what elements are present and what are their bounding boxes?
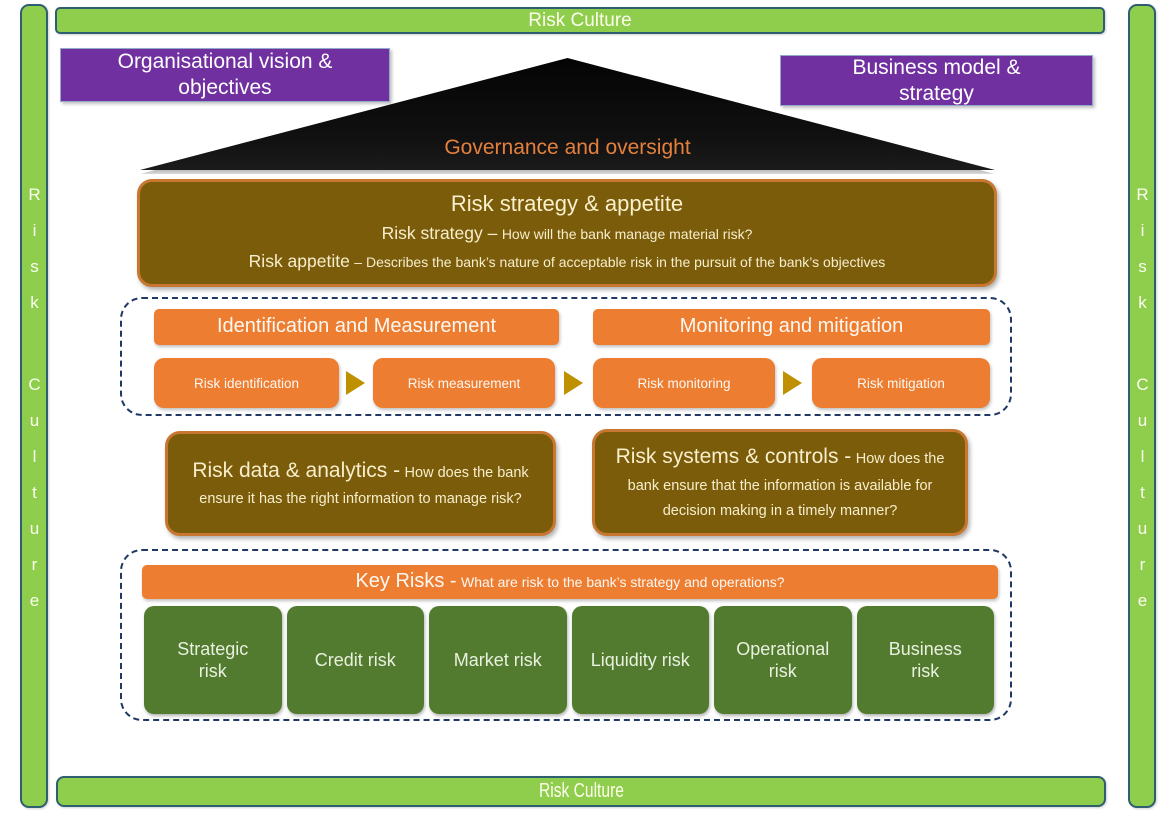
key-risks-header: Key Risks - What are risk to the bank’s … (142, 565, 998, 599)
risk-data-analytics-desc: How does the bank ensure it has the righ… (199, 464, 529, 508)
risk-culture-top-label: Risk Culture (528, 9, 632, 31)
risk-strategy-line: Risk strategy – How will the bank manage… (160, 221, 974, 246)
risk-culture-bottom-label: Risk Culture (538, 780, 624, 802)
risk-strategy-term: Risk strategy – (381, 223, 498, 243)
risk-mitigation-box: Risk mitigation (812, 358, 990, 408)
risk-systems-controls-text: Risk systems & controls - How does the b… (609, 441, 951, 523)
business-model-line1: Business model & (852, 55, 1021, 79)
key-risks-row: Strategic risk Credit risk Market risk L… (144, 606, 994, 714)
left-bar-word-risk: Risk (25, 185, 44, 329)
risk-identification-label: Risk identification (193, 375, 300, 391)
left-bar-word-culture: Culture (25, 375, 44, 627)
risk-appetite-desc: – Describes the bank’s nature of accepta… (354, 254, 886, 271)
risk-box-market: Market risk (429, 606, 567, 714)
risk-monitoring-box: Risk monitoring (593, 358, 775, 408)
right-bar-word-risk: Risk (1133, 185, 1152, 329)
left-bar-words: Risk Culture (24, 6, 44, 806)
business-model-box: Business model & strategy (780, 55, 1093, 106)
risk-box-credit-label: Credit risk (314, 649, 396, 670)
risk-culture-bottom-bar: Risk Culture (56, 776, 1106, 807)
risk-appetite-term: Risk appetite (248, 251, 350, 272)
risk-appetite-line: Risk appetite – Describes the bank’s nat… (160, 249, 974, 274)
risk-strategy-appetite-box: Risk strategy & appetite Risk strategy –… (137, 179, 997, 287)
risk-box-credit: Credit risk (286, 606, 424, 714)
governance-label: Governance and oversight (444, 136, 691, 159)
risk-box-liquidity: Liquidity risk (571, 606, 709, 714)
risk-mitigation-label: Risk mitigation (857, 375, 945, 391)
risk-data-analytics-term: Risk data & analytics - (192, 458, 401, 482)
organisational-vision-line1: Organisational vision & (117, 50, 333, 74)
key-risks-desc: What are risk to the bank’s strategy and… (461, 574, 785, 590)
risk-culture-left-bar: Risk Culture (20, 4, 48, 808)
risk-box-strategic: Strategic risk (144, 606, 282, 714)
risk-box-market-label: Market risk (453, 649, 542, 670)
risk-measurement-label: Risk measurement (407, 375, 521, 391)
key-risks-term: Key Risks - (355, 570, 457, 592)
risk-box-business-label: Business risk (888, 638, 962, 682)
risk-culture-right-bar: Risk Culture (1128, 4, 1156, 808)
right-bar-words: Risk Culture (1132, 6, 1152, 806)
arrow-right-icon (783, 371, 802, 395)
risk-culture-top-bar: Risk Culture (55, 7, 1105, 34)
risk-systems-controls-term: Risk systems & controls - (615, 445, 852, 469)
risk-data-analytics-text: Risk data & analytics - How does the ban… (182, 455, 539, 512)
risk-box-liquidity-label: Liquidity risk (590, 649, 690, 670)
risk-box-business: Business risk (856, 606, 994, 714)
risk-monitoring-label: Risk monitoring (637, 375, 731, 391)
risk-box-operational-label: Operational risk (736, 638, 830, 682)
risk-data-analytics-box: Risk data & analytics - How does the ban… (165, 431, 556, 536)
business-model-line2: strategy (899, 81, 974, 105)
arrow-right-icon (346, 371, 365, 395)
right-bar-word-culture: Culture (1133, 375, 1152, 627)
risk-box-strategic-label: Strategic risk (177, 638, 249, 682)
identification-measurement-header: Identification and Measurement (154, 309, 559, 345)
organisational-vision-box: Organisational vision & objectives (60, 48, 390, 102)
risk-identification-box: Risk identification (154, 358, 339, 408)
risk-systems-controls-desc: How does the bank ensure that the inform… (627, 451, 945, 519)
risk-strategy-desc: How will the bank manage material risk? (501, 226, 753, 242)
arrow-right-icon (564, 371, 583, 395)
risk-systems-controls-box: Risk systems & controls - How does the b… (592, 429, 968, 536)
organisational-vision-line2: objectives (178, 76, 272, 99)
risk-box-operational: Operational risk (714, 606, 852, 714)
risk-measurement-box: Risk measurement (373, 358, 555, 408)
flow-dashed-container: Identification and Measurement Monitorin… (120, 297, 1012, 416)
monitoring-mitigation-header: Monitoring and mitigation (593, 309, 990, 345)
appetite-title: Risk strategy & appetite (450, 191, 684, 216)
key-risks-dashed-container: Key Risks - What are risk to the bank’s … (120, 549, 1012, 721)
